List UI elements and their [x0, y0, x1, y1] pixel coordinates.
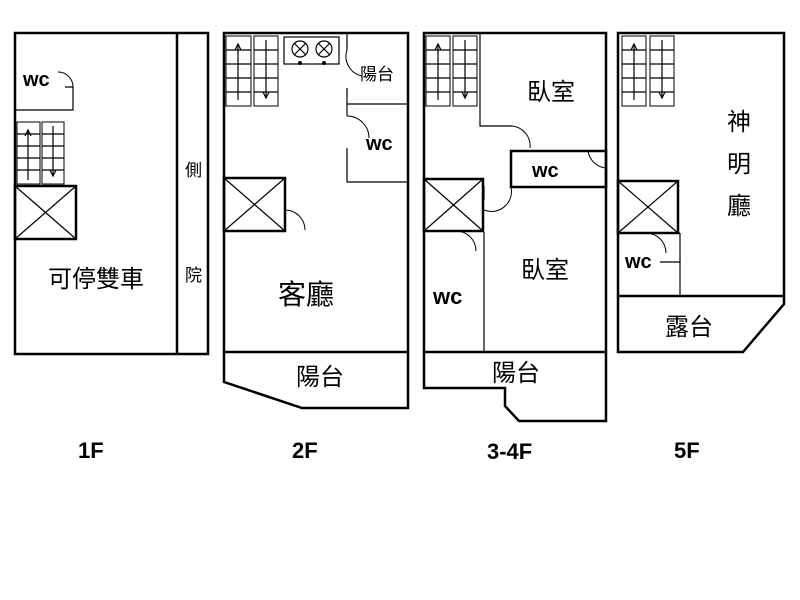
- bedroom-1-label: 臥室: [527, 78, 575, 106]
- shrine-label-2: 明: [727, 150, 751, 178]
- shrine-label-3: 廳: [727, 192, 751, 220]
- shaft-icon: [616, 179, 680, 235]
- parking-label: 可停雙車: [48, 265, 144, 293]
- shaft-icon: [422, 177, 485, 233]
- stairs-icon: [621, 35, 675, 107]
- floor-plan-5f: 神 明 廳 wc 露台: [616, 31, 786, 354]
- floor-label-1f: 1F: [78, 438, 104, 463]
- floor-label-5f: 5F: [674, 438, 700, 463]
- floor-plan-1f: wc 可停雙車 側 院: [13, 31, 210, 356]
- balcony-top-label: 陽台: [360, 65, 394, 85]
- shrine-label-1: 神: [727, 108, 751, 136]
- stairs-icon: [225, 35, 279, 107]
- floor-label-2f: 2F: [292, 438, 318, 463]
- side-yard-label-1: 側: [185, 161, 202, 181]
- side-yard-label-2: 院: [185, 266, 202, 286]
- stove-icon: [283, 36, 340, 65]
- wc-2-label: wc: [432, 284, 462, 309]
- living-room-label: 客廳: [278, 278, 334, 311]
- stairs-icon: [16, 121, 65, 185]
- balcony-label: 陽台: [296, 363, 344, 391]
- balcony-label: 陽台: [492, 359, 540, 387]
- bedroom-2-label: 臥室: [521, 256, 569, 284]
- terrace-label: 露台: [665, 313, 713, 341]
- shaft-icon: [222, 176, 287, 233]
- wc-label: wc: [22, 69, 50, 91]
- floor-plan-2f: 陽台 wc 客廳 陽台: [222, 31, 410, 410]
- wc-label: wc: [624, 251, 652, 273]
- wc-1-label: wc: [531, 160, 559, 182]
- stairs-icon: [425, 35, 478, 107]
- wc-label: wc: [365, 133, 393, 155]
- shaft-icon: [13, 184, 78, 241]
- floor-label-3-4f: 3-4F: [487, 439, 532, 464]
- floor-plan-3-4f: 臥室 wc 臥室 wc 陽台: [422, 31, 608, 423]
